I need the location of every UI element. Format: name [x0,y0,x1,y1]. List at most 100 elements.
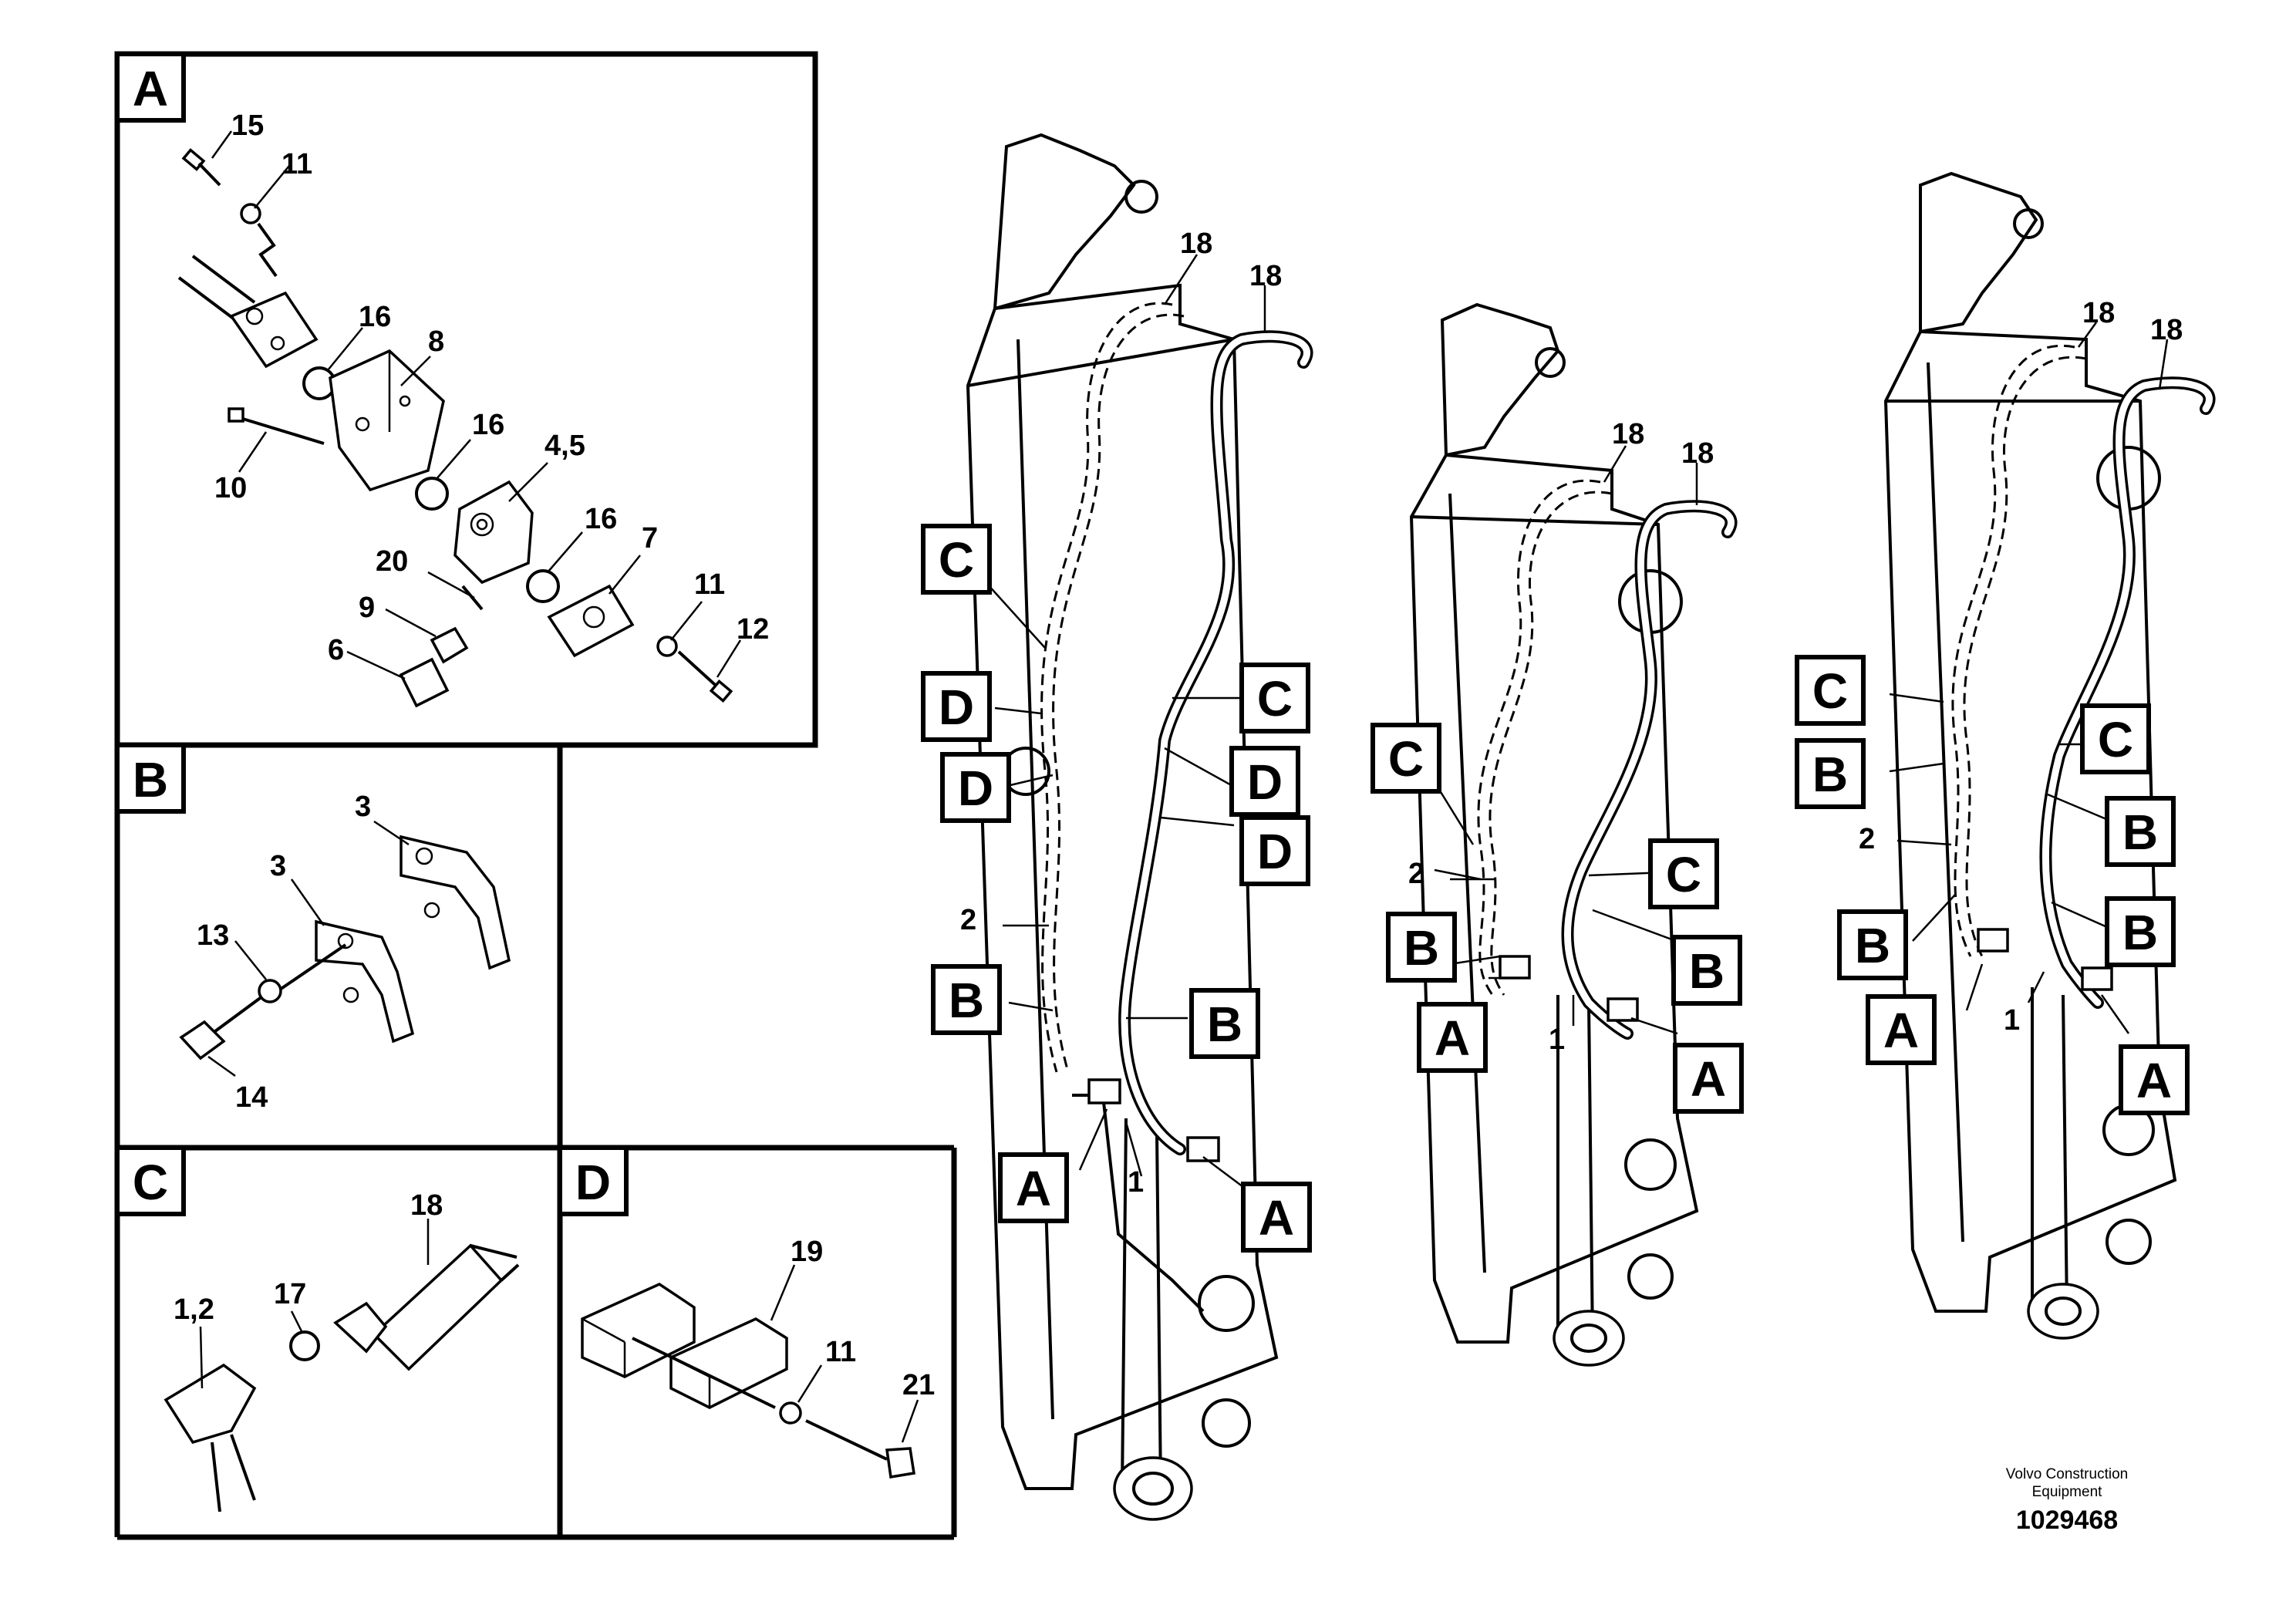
brand-name-line-1: Volvo Construction [2005,1466,2129,1482]
callout-10: 10 [214,472,247,504]
boom-2-tag-b: B [1386,912,1457,983]
callout-3: 3 [355,791,371,823]
callout-3: 3 [270,850,286,882]
boom-1-lines [1040,302,1313,1162]
callout-18: 18 [1249,260,1282,292]
document-number: 1029468 [2015,1506,2119,1535]
panel-b-label: B [115,743,186,814]
boom-2-tag-a: A [1417,1002,1488,1073]
boom-2-tag-c: C [1371,723,1441,794]
callout-18: 18 [2150,314,2183,346]
boom-3-tag-b: B [2105,896,2176,967]
boom-1-tag-d: D [1229,746,1300,817]
svg-text:B: B [1404,920,1439,976]
boom-3-tag-c: C [1795,655,1866,726]
boom-3-drawing [1883,171,2177,1340]
callout-4-5: 4,5 [544,430,585,462]
svg-text:D: D [939,679,974,735]
boom-3-tag-b: B [1795,738,1866,809]
callout-21: 21 [902,1369,935,1401]
callout-13: 13 [197,919,229,952]
callout-2: 2 [960,904,976,936]
svg-text:B: B [133,752,168,808]
boom-3-lines [1951,344,2216,1009]
callout-18: 18 [1180,228,1212,260]
boom-1-tag-b: B [931,964,1002,1035]
boom-1-tags: C D D B A C D D B A [921,524,1312,1253]
svg-text:B: B [1207,996,1242,1052]
svg-text:C: C [133,1155,168,1210]
callout-19: 19 [791,1236,823,1268]
callout-18: 18 [2082,297,2115,329]
svg-text:B: B [1855,918,1890,973]
callout-1-2: 1,2 [174,1293,214,1326]
boom-1-drawing [966,133,1279,1521]
panel-b-drawing [179,835,511,1061]
boom-3-callouts: 18 18 2 1 [1859,297,2183,1037]
boom-1-tag-d: D [921,671,992,742]
svg-text:C: C [1812,663,1848,719]
panel-c-leaders [199,1219,430,1389]
boom-2-callouts: 18 18 2 1 [1408,418,1714,1056]
boom-3-tag-a: A [1866,994,1937,1065]
panel-b-callouts: 3 3 13 14 [197,791,371,1114]
detail-panels-frame [114,51,957,1540]
callout-16: 16 [359,301,391,333]
callout-7: 7 [642,522,658,555]
svg-text:D: D [1247,754,1283,810]
svg-text:D: D [1257,824,1293,879]
callout-1: 1 [2004,1004,2020,1037]
callout-8: 8 [428,325,444,358]
footer: Volvo Construction Equipment 1029468 [1974,1465,2159,1536]
svg-text:B: B [1812,747,1848,802]
svg-text:A: A [1259,1190,1294,1246]
boom-1-leaders [986,254,1266,1192]
callout-2: 2 [1408,858,1424,890]
panel-a-leaders [211,130,742,680]
boom-1-tag-a: A [998,1152,1069,1223]
svg-text:B: B [2122,804,2158,860]
svg-text:C: C [1257,671,1293,727]
panel-a-callouts: 15 11 16 8 10 16 4,5 16 7 20 9 6 11 12 [214,110,769,666]
svg-text:C: C [1666,847,1701,902]
panel-d-leaders [770,1264,919,1443]
brand-name-line-2: Equipment [2031,1484,2102,1500]
panel-a-label: A [115,52,186,123]
callout-12: 12 [737,613,769,646]
callout-18: 18 [1612,418,1644,450]
boom-2-lines [1477,479,1738,1040]
boom-3-tag-b: B [2105,796,2176,867]
panel-c-drawing [164,1243,520,1512]
callout-16: 16 [472,409,504,441]
svg-text:A: A [2136,1053,2172,1108]
svg-text:A: A [1691,1051,1726,1107]
svg-text:D: D [958,760,993,816]
callout-16: 16 [585,503,617,535]
boom-1-tag-d: D [940,752,1011,823]
boom-1-tag-a: A [1241,1182,1312,1253]
boom-2-tags: C B A C B A [1371,723,1744,1114]
callout-6: 6 [328,634,344,666]
panel-d-callouts: 19 11 21 [791,1236,935,1401]
svg-text:D: D [575,1155,611,1210]
callout-20: 20 [376,545,408,578]
panel-d-label: D [558,1145,629,1216]
svg-text:B: B [1689,943,1725,999]
boom-1-tag-c: C [921,524,992,595]
callout-11: 11 [282,148,312,180]
boom-3-tag-a: A [2119,1044,2190,1115]
boom-2-tag-b: B [1671,935,1742,1006]
callout-18: 18 [410,1189,443,1222]
callout-1: 1 [1128,1166,1144,1199]
callout-9: 9 [359,592,375,624]
svg-text:B: B [2122,905,2158,960]
callout-11: 11 [825,1336,856,1368]
svg-text:B: B [949,973,984,1028]
boom-3-tags: C B B A C B B A [1795,655,2190,1115]
svg-text:C: C [2098,712,2133,767]
callout-14: 14 [235,1081,268,1114]
svg-text:A: A [1016,1161,1051,1216]
boom-2-tag-a: A [1673,1043,1744,1114]
panel-c-callouts: 18 17 1,2 [174,1189,443,1326]
callout-15: 15 [231,110,264,142]
